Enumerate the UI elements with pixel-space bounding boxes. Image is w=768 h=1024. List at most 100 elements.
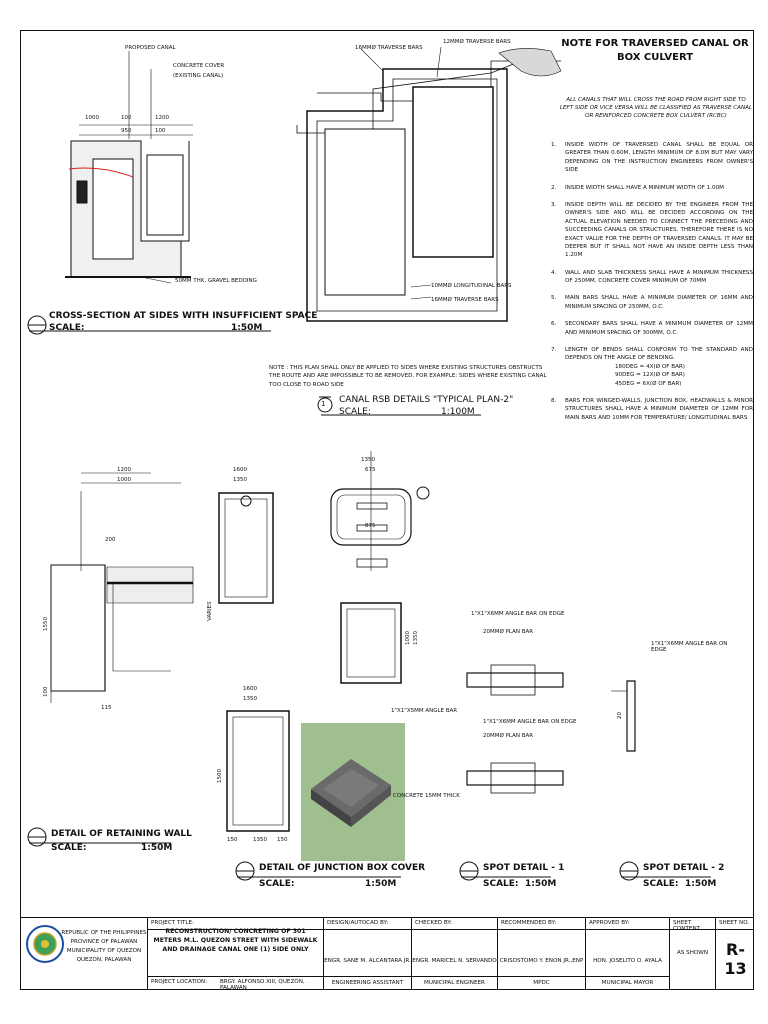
scale-label: SCALE: [643,879,679,889]
project-title-label: PROJECT TITLE: [151,920,194,926]
drawing-sheet: PROPOSED CANAL CONCRETE COVER (EXISTING … [20,30,754,990]
label-plan-bar-1: 20MMØ PLAN BAR [483,629,534,635]
label-existing-canal: (EXISTING CANAL) [173,73,224,79]
label-12mm-traverse: 12MMØ TRAVERSE BARS [443,39,511,45]
scale-label: SCALE: [339,407,371,417]
dim-text: 1000 [85,115,99,121]
design-role: ENGINEERING ASSISTANT [331,980,404,986]
scale-value: 1:50M [685,879,717,889]
note-number: 6. [551,321,557,328]
label-varies: VARIES [207,601,213,621]
sheet-number: R-13 [724,940,747,978]
note-item: 3.INSIDE DEPTH WILL BE DECIDED BY THE EN… [551,201,753,260]
approved-role: MUNICIPAL MAYOR [601,980,654,986]
dim-text: 1600 [243,686,257,692]
dim-text: 1350 [253,837,267,843]
label-concrete-cover: CONCRETE COVER [173,63,225,69]
dim-text: 100 [155,128,166,134]
note-item: 6. SECONDARY BARS SHALL HAVE A MINIMUM DI… [551,320,753,337]
dim-text: 150 [227,837,238,843]
office-line: PROVINCE OF PALAWAN [70,939,138,945]
dim-text: 20 [617,712,623,719]
sheet-content: AS SHOWN [676,950,709,956]
sheet-no-label: SHEET NO. [719,920,750,926]
label-16mm-traverse-bottom: 16MMØ TRAVERSE BARS [431,297,499,303]
approved-label: APPROVED BY: [589,920,630,926]
dim-text: 150 [277,837,288,843]
recommended-cell: RECOMMENDED BY: CRISOSTOMO Y. ENON JR.,E… [497,918,585,989]
label-angle-bar-5mm: 1"X1"X5MM ANGLE BAR [391,708,458,714]
bend-rule: 180DEG = 4X(Ø OF BAR) [615,363,685,370]
junction-cover-3d-render [301,723,405,861]
checked-label: CHECKED BY: [415,920,452,926]
checked-name: ENGR. MARICEL N. SERVANDO [412,958,497,964]
title-spot-detail-2: SPOT DETAIL - 2 [643,863,725,873]
note-item: 5.MAIN BARS SHALL HAVE A MINIMUM DIAMETE… [551,294,753,311]
note-number: 1. [551,142,557,148]
note-item: 1.INSIDE WIDTH OF TRAVERSED CANAL SHALL … [551,141,753,175]
label-plan-bar-2: 20MMØ PLAN BAR [483,733,534,739]
project-title: RECONSTRUCTION/ CONCRETING OF 301 METERS… [153,928,318,953]
plan-note: NOTE : THIS PLAN SHALL ONLY BE APPLIED T… [269,365,547,388]
title-spot-detail-1: SPOT DETAIL - 1 [483,863,565,873]
scale-value: 1:100M [441,407,475,417]
scale-value: 1:50M [365,879,397,889]
office-cell: REPUBLIC OF THE PHILIPPINES PROVINCE OF … [61,918,147,989]
note-number: 2. [551,184,557,191]
dim-text: 1200 [117,467,131,473]
label-angle-bar-edge-3: 1"X1"X6MM ANGLE BAR ON EDGE [651,641,728,654]
title-block-rule [147,976,669,977]
municipal-seal-icon [26,925,64,963]
design-name: ENGR. SANE M. ALCANTARA JR. [324,958,411,964]
recommended-name: CRISOSTOMO Y. ENON JR.,ENP [499,958,584,964]
note-text: SECONDARY BARS SHALL HAVE A MINIMUM DIAM… [565,321,753,336]
note-text: INSIDE WIDTH SHALL HAVE A MINIMUM WIDTH … [565,184,724,191]
dim-text: 1350 [413,631,419,645]
dim-text: 1550 [43,617,49,631]
note-text: BARS FOR WINGED-WALLS, JUNCTION BOX, HEA… [565,397,753,421]
title-block-rule [147,929,753,930]
office-line: MUNICIPALITY OF QUEZON [66,948,142,954]
checked-role: MUNICIPAL ENGINEER [424,980,485,986]
label-proposed-canal: PROPOSED CANAL [125,45,176,51]
dim-text: 1200 [155,115,169,121]
retaining-wall-drawing [50,472,194,703]
dim-text: 1000 [405,631,411,645]
project-location: BRGY. ALFONSO XIII, QUEZON, PALAWAN [220,979,305,990]
scale-label: SCALE: [51,843,87,853]
cross-section-drawing [65,51,193,284]
office-line: QUEZON, PALAWAN [76,957,132,963]
note-text: INSIDE DEPTH WILL BE DECIDED BY THE ENGI… [565,201,753,259]
notes-list: 1.INSIDE WIDTH OF TRAVERSED CANAL SHALL … [551,141,753,431]
title-junction-box: DETAIL OF JUNCTION BOX COVER [259,863,426,873]
recommended-label: RECOMMENDED BY: [501,920,557,926]
dim-text: 675 [365,467,376,473]
dim-text: 100 [121,115,132,121]
note-text: LENGTH OF BENDS SHALL CONFORM TO THE STA… [565,347,753,362]
design-cell: DESIGN/AUTOCAD BY: ENGR. SANE M. ALCANTA… [323,918,411,989]
drawing-graphics [27,46,711,881]
note-item: 2. INSIDE WIDTH SHALL HAVE A MINIMUM WIDT… [551,184,753,192]
note-number: 4. [551,269,557,276]
notes-intro: ALL CANALS THAT WILL CROSS THE ROAD FROM… [559,97,753,120]
dim-text: 100 [43,686,49,698]
dim-text: 1350 [233,477,247,483]
note-number: 7. [551,347,557,354]
title-retaining-wall: DETAIL OF RETAINING WALL [51,829,192,839]
project-cell: PROJECT TITLE: RECONSTRUCTION/ CONCRETIN… [147,918,323,990]
callout-number: 1 [321,400,326,408]
scale-label: SCALE: [259,879,295,889]
dim-text: 1350 [243,696,257,702]
title-cross-section: CROSS-SECTION AT SIDES WITH INSUFFICIENT… [49,311,318,321]
scale-value: 1:50M [231,323,263,333]
spot-detail-drawings [466,664,636,794]
title-block: REPUBLIC OF THE PHILIPPINES PROVINCE OF … [21,917,753,990]
label-angle-bar-edge-1: 1"X1"X6MM ANGLE BAR ON EDGE [471,611,565,617]
office-line: REPUBLIC OF THE PHILIPPINES [61,930,147,936]
scale-value: 1:50M [141,843,173,853]
location-label: PROJECT LOCATION: [151,979,208,985]
dim-text: 950 [121,128,132,134]
notes-heading: NOTE FOR TRAVERSED CANAL OR BOX CULVERT [561,38,749,63]
junction-box-drawings [218,451,430,832]
dim-text: 1000 [117,477,131,483]
